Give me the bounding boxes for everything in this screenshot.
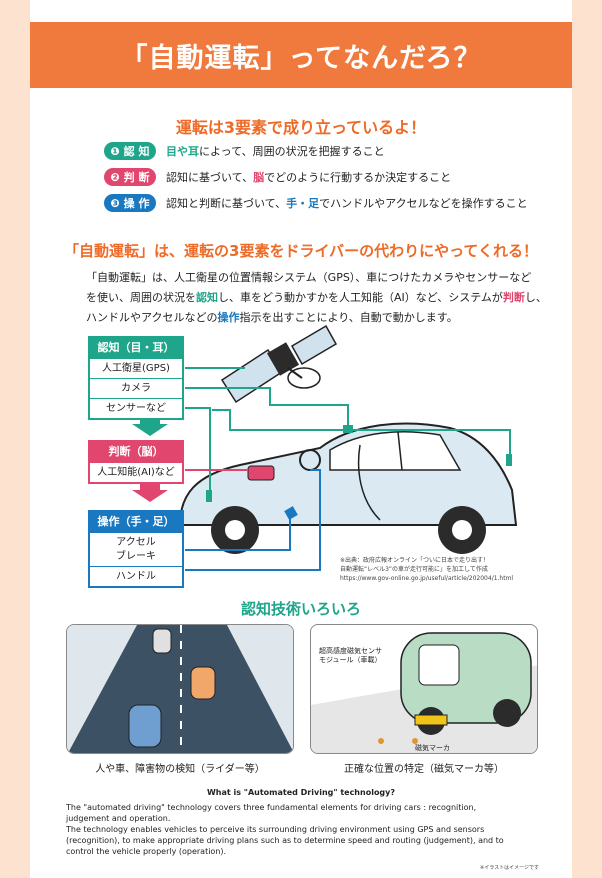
title-banner: 「自動運転」ってなんだろ？ <box>30 22 572 88</box>
sensor-label: 超高感度磁気センサモジュール（車載） <box>319 647 382 664</box>
element-text: 目や耳によって、周囲の状況を把握すること <box>166 145 385 158</box>
magnetic-panel: 超高感度磁気センサモジュール（車載） 磁気マーカ <box>310 624 538 754</box>
connector-lines <box>185 367 511 571</box>
operation-title: 操作（手・足） <box>90 512 182 532</box>
judgement-title: 判断（脳） <box>90 442 182 462</box>
operation-item: アクセルブレーキ <box>90 532 182 566</box>
satellite-icon <box>220 324 338 404</box>
judgement-item: 人工知能(AI)など <box>90 462 182 482</box>
badge-judgement: ❷ 判 断 <box>104 168 156 186</box>
recognition-item: センサーなど <box>90 398 182 418</box>
elements-heading: 運転は3要素で成り立っているよ！ <box>175 118 427 137</box>
english-title: What is "Automated Driving" technology? <box>206 788 396 797</box>
car-icon <box>178 422 518 554</box>
recognition-title: 認知（目・耳） <box>90 338 182 358</box>
image-note: ※イラストはイメージです <box>480 865 539 871</box>
lidar-illustration <box>67 625 293 753</box>
badge-operation: ❸ 操 作 <box>104 194 156 212</box>
operation-item: ハンドル <box>90 566 182 586</box>
operation-box: 操作（手・足） アクセルブレーキ ハンドル <box>88 510 184 588</box>
element-operation: ❸ 操 作 認知と判断に基づいて、手・足でハンドルやアクセルなどを操作すること <box>104 194 528 212</box>
element-text: 認知と判断に基づいて、手・足でハンドルやアクセルなどを操作すること <box>166 197 528 210</box>
lidar-caption: 人や車、障害物の検知（ライダー等） <box>95 764 265 775</box>
element-recognition: ❶ 認 知 目や耳によって、周囲の状況を把握すること <box>104 142 385 160</box>
auto-heading: 「自動運転」は、運転の3要素をドライバーの代わりにやってくれる！ <box>64 242 538 260</box>
bus-illustration <box>311 632 537 753</box>
page-title: 「自動運転」ってなんだろ？ <box>120 42 482 74</box>
arrow-down-icon <box>132 480 168 502</box>
judgement-box: 判断（脳） 人工知能(AI)など <box>88 440 184 484</box>
tech-heading: 認知技術いろいろ <box>240 600 361 618</box>
auto-paragraph: 「自動運転」は、人工衛星の位置情報システム（GPS）、車につけたカメラやセンサー… <box>86 271 547 324</box>
element-judgement: ❷ 判 断 認知に基づいて、脳でどのように行動するか決定すること <box>104 168 451 186</box>
badge-recognition: ❶ 認 知 <box>104 142 156 160</box>
car-diagram <box>132 324 518 571</box>
element-text: 認知に基づいて、脳でどのように行動するか決定すること <box>166 171 452 184</box>
lidar-panel <box>66 624 294 754</box>
recognition-box: 認知（目・耳） 人工衛星(GPS) カメラ センサーなど <box>88 336 184 420</box>
recognition-item: 人工衛星(GPS) <box>90 358 182 378</box>
source-note: ※出典：政府広報オンライン「ついに日本で走り出す！ 自動運転“レベル3”の車が走… <box>340 557 514 582</box>
english-text: The "automated driving" technology cover… <box>66 803 504 856</box>
marker-label: 磁気マーカ <box>415 744 450 752</box>
recognition-item: カメラ <box>90 378 182 398</box>
magnetic-caption: 正確な位置の特定（磁気マーカ等） <box>344 764 504 775</box>
